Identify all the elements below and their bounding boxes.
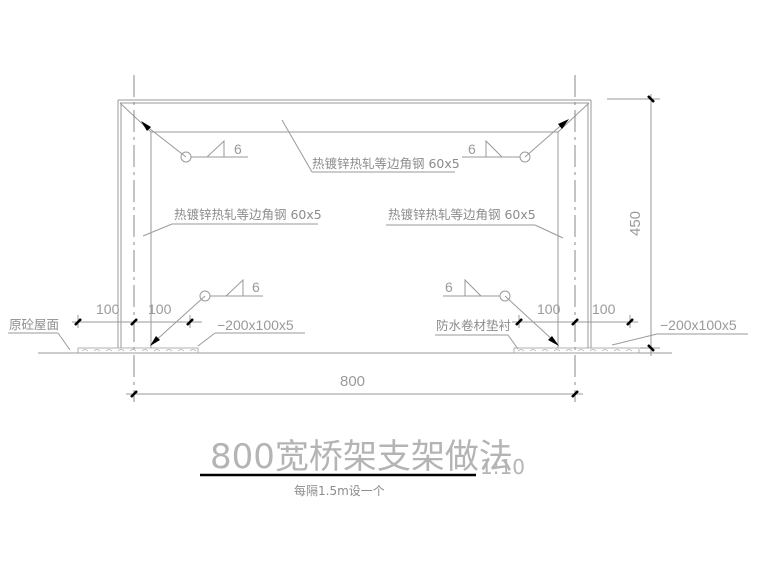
steel-frame [117, 99, 592, 348]
label-plate-right: −200x100x5 [611, 317, 748, 346]
svg-text:热镀锌热轧等边角钢 60x5: 热镀锌热轧等边角钢 60x5 [312, 156, 460, 171]
weld-size: 6 [468, 141, 476, 157]
label-top-angle: 热镀锌热轧等边角钢 60x5 [281, 119, 460, 173]
svg-text:防水卷材垫衬: 防水卷材垫衬 [436, 318, 511, 333]
weld-symbol-top-left: 6 [141, 121, 248, 163]
weld-symbol-bottom-right: 6 [443, 278, 559, 346]
drawing-subtitle: 每隔1.5m设一个 [294, 483, 385, 498]
base-plate-left [77, 347, 199, 354]
svg-text:−200x100x5: −200x100x5 [217, 317, 294, 333]
svg-text:热镀锌热轧等边角钢 60x5: 热镀锌热轧等边角钢 60x5 [388, 207, 536, 222]
svg-text:100: 100 [96, 301, 120, 317]
dimension-height: 450 [607, 94, 660, 356]
center-lines [133, 75, 576, 402]
title-block: 800宽桥架支架做法 1:10 每隔1.5m设一个 [200, 437, 525, 498]
label-waterproof: 防水卷材垫衬 [435, 318, 519, 350]
label-left-angle: 热镀锌热轧等边角钢 60x5 [142, 207, 322, 237]
weld-size: 6 [445, 279, 453, 295]
svg-text:热镀锌热轧等边角钢 60x5: 热镀锌热轧等边角钢 60x5 [174, 207, 322, 222]
weld-symbol-top-right: 6 [462, 119, 569, 163]
weld-size: 6 [252, 279, 260, 295]
svg-text:100: 100 [592, 301, 616, 317]
svg-text:800: 800 [340, 373, 365, 390]
label-plate-left: −200x100x5 [197, 317, 305, 347]
svg-text:原砼屋面: 原砼屋面 [9, 317, 59, 332]
drawing-title: 800宽桥架支架做法 [210, 437, 513, 477]
drawing-scale: 1:10 [480, 455, 525, 479]
svg-text:100: 100 [537, 301, 561, 317]
svg-text:450: 450 [627, 211, 644, 236]
weld-symbol-bottom-left: 6 [150, 278, 263, 346]
dimension-right-offsets: 100 100 [512, 301, 638, 328]
dimension-left-offsets: 100 100 [72, 301, 202, 328]
base-plate-right [513, 347, 640, 354]
label-roof: 原砼屋面 [8, 317, 71, 351]
dimension-width: 800 [126, 373, 583, 398]
label-right-angle: 热镀锌热轧等边角钢 60x5 [386, 207, 564, 239]
svg-text:−200x100x5: −200x100x5 [660, 317, 737, 333]
weld-size: 6 [234, 141, 242, 157]
svg-text:100: 100 [148, 301, 172, 317]
